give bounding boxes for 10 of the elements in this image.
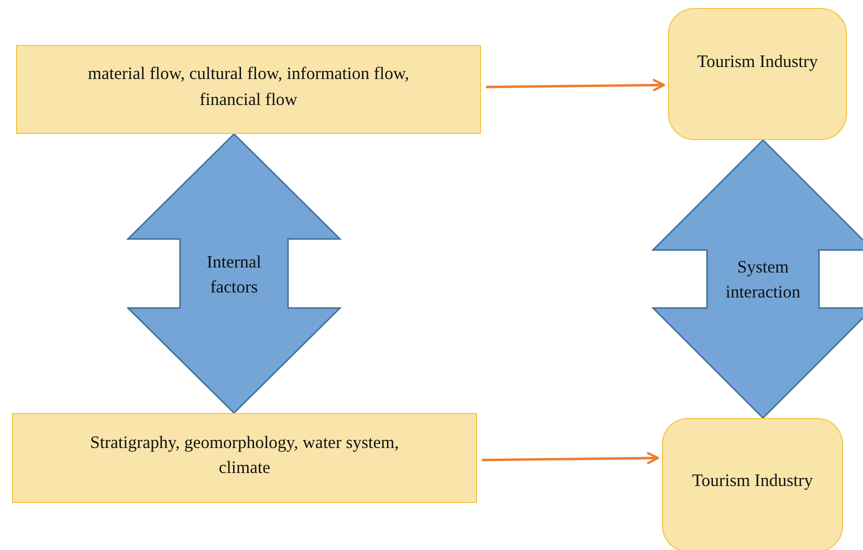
edge-label: Internal factors: [206, 250, 262, 299]
edge-label: System interaction: [724, 256, 802, 304]
process-box: Stratigraphy, geomorphology, water system, climate: [12, 413, 477, 503]
double-block-arrow: [651, 138, 863, 420]
arrow: [486, 79, 666, 92]
process-box: material flow, cultural flow, information flow, financial flow: [16, 45, 481, 134]
rounded-box: Tourism Industry: [668, 8, 847, 140]
arrow: [482, 452, 660, 464]
double-block-arrow: [126, 132, 342, 414]
rounded-box: Tourism Industry: [662, 418, 843, 550]
